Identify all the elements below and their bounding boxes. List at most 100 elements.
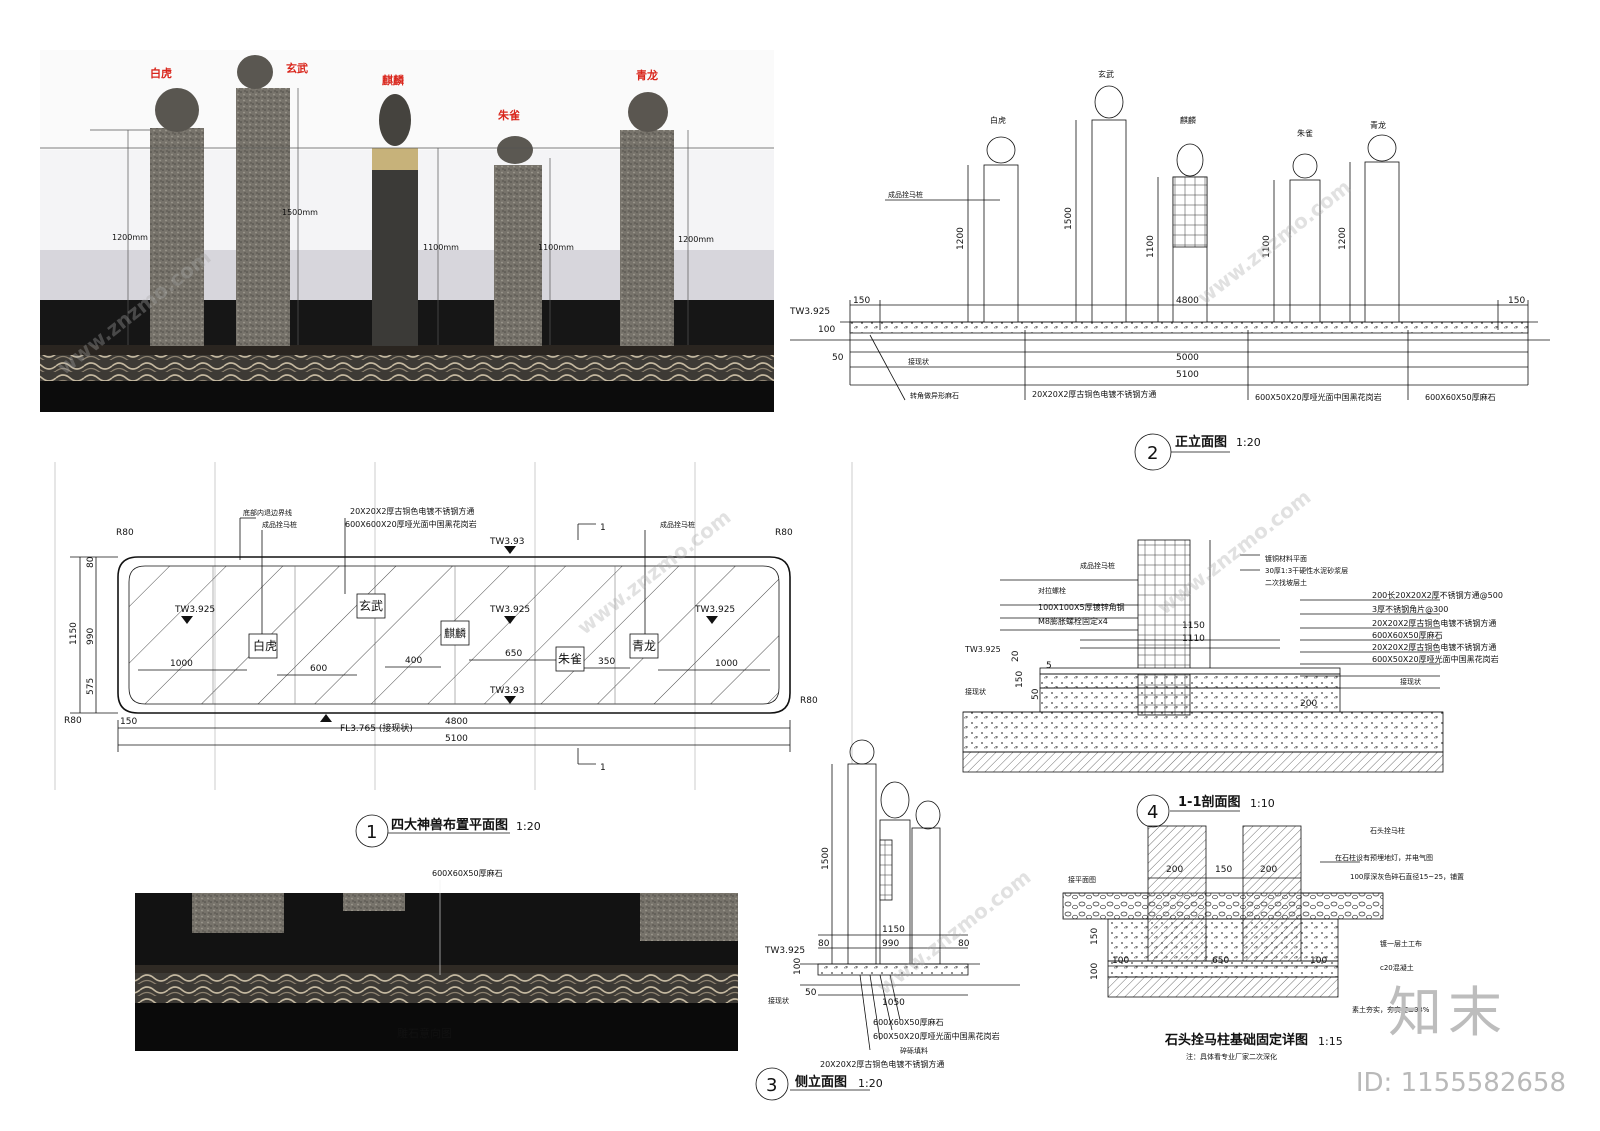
fnd-dim-150-v: 150	[1090, 928, 1100, 945]
fnd-label-ground: 接平面图	[1068, 875, 1096, 884]
side-text: 1500 1150 80 990 80 1050 TW3.925 100 50 …	[764, 847, 1000, 1096]
section-text: 成品拴马桩 对拉螺栓 100X100X5厚镀锌角钢 M8膨胀螺栓固定x4 TW3…	[964, 554, 1503, 823]
sec-label-bolt: M8膨胀螺栓固定x4	[1038, 616, 1108, 626]
sec-label-l3: 二次找坡层土	[1265, 578, 1307, 587]
fnd-label-l1: 镀一层土工布	[1380, 939, 1422, 948]
foundation-drawing	[1062, 825, 1384, 998]
elev-label-stone1: 600X50X20厚哑光面中国黑花岗岩	[1255, 392, 1382, 402]
side-drawing	[755, 739, 1020, 1101]
sec-label-l1: 镀铜材料平面	[1265, 554, 1307, 563]
render-pillar-qinglong	[620, 130, 674, 346]
side-label-gravel: 碎砾填料	[900, 1046, 928, 1055]
sec-dim-5: 5	[1046, 661, 1052, 671]
foundation-text: 石头拴马柱 在石柱设有预埋地灯，并电气图 100厚深灰色碎石直径15~25，铺置…	[1068, 826, 1464, 1061]
elev-title-num: 2	[1147, 443, 1158, 464]
plan-level-markers	[181, 546, 718, 722]
sec-label-r5: 20X20X2厚古铜色电镀不锈钢方通	[1372, 642, 1496, 652]
side-dim-80-left: 80	[818, 939, 830, 949]
plan-radius-tl: R80	[116, 528, 134, 538]
plan-label-stone: 600X600X20厚哑光面中国黑花岗岩	[345, 519, 477, 529]
fnd-scale: 1:15	[1318, 1035, 1343, 1048]
sec-dim-50: 50	[1031, 688, 1041, 700]
side-title: 侧立面图	[795, 1074, 847, 1090]
brand-logo: 知末	[1388, 981, 1508, 1044]
elev-dim-150-right: 150	[1508, 296, 1525, 306]
elev-label-ground: 接现状	[908, 357, 929, 366]
sec-label-r1: 200长20X20X2厚不锈钢方通@500	[1372, 590, 1503, 600]
sec-label-post: 成品拴马桩	[1080, 561, 1115, 570]
render-label-baihu: 白虎	[150, 66, 172, 80]
fnd-dim-200-b: 200	[1260, 865, 1277, 875]
fnd-label-gravel: 100厚深灰色碎石直径15~25，铺置	[1350, 872, 1464, 881]
plan-pillar-baihu: 白虎	[253, 638, 277, 653]
plan-drawing	[54, 462, 853, 848]
elev-name-baihu: 白虎	[990, 115, 1006, 125]
fnd-label-l2: c20混凝土	[1380, 963, 1414, 972]
plan-dim-80: 80	[86, 556, 96, 568]
carve-note: 600X60X50厚麻石	[432, 868, 503, 878]
side-label-stone2: 600X50X20厚哑光面中国黑花岗岩	[873, 1031, 1000, 1041]
plan-pillar-zhuque: 朱雀	[558, 652, 582, 666]
render-height-xuanwu: 1500mm	[282, 208, 318, 217]
render-pillar-qilin	[372, 148, 418, 346]
elev-name-qilin: 麒麟	[1180, 115, 1196, 125]
elev-name-zhuque: 朱雀	[1297, 128, 1313, 138]
sec-label-plate: 100X100X5厚镀锌角钢	[1038, 602, 1125, 612]
sec-title: 1-1剖面图	[1178, 794, 1241, 810]
fnd-dim-100-a: 100	[1112, 956, 1129, 966]
elev-scale: 1:20	[1236, 436, 1261, 449]
carve-caption: 雕石意向图	[397, 1026, 452, 1040]
render-pillar-xuanwu	[236, 88, 290, 346]
sec-label-r4: 600X60X50厚麻石	[1372, 630, 1443, 640]
plan-label-edge: 底部内退边界线	[243, 508, 292, 517]
fnd-label-l3: 素土夯实，夯实度≥93%	[1352, 1005, 1430, 1014]
elev-title: 正立面图	[1175, 434, 1227, 450]
elev-dim-1100-a: 1100	[1146, 235, 1156, 258]
elev-dim-150-left: 150	[853, 296, 870, 306]
render-label-qilin: 麒麟	[382, 73, 405, 87]
fnd-note: 注：具体看专业厂家二次深化	[1186, 1052, 1277, 1061]
section-drawing	[962, 539, 1444, 828]
plan-level-bottom: TW3.93	[489, 686, 524, 696]
side-dim-1150: 1150	[882, 925, 905, 935]
render-label-qinglong: 青龙	[636, 68, 658, 82]
plan-pillar-xuanwu: 玄武	[359, 598, 383, 613]
plan-pillar-qilin: 麒麟	[444, 626, 466, 640]
elev-dim-1200-a: 1200	[956, 227, 966, 250]
render-height-zhuque: 1100mm	[538, 243, 574, 252]
plan-level-tw-right: TW3.925	[694, 605, 735, 615]
elev-name-xuanwu: 玄武	[1098, 69, 1114, 79]
elev-dim-1100-b: 1100	[1262, 235, 1272, 258]
side-tw: TW3.925	[764, 946, 805, 956]
plan-radius-bl: R80	[64, 716, 82, 726]
elevation-text: TW3.925 150 150 4800 5000 5100 100 50 12…	[789, 69, 1525, 464]
elev-label-edge: 转角做异形麻石	[910, 391, 959, 400]
elev-dim-1500: 1500	[1064, 207, 1074, 230]
plan-section-top: 1	[600, 523, 606, 533]
elev-dim-5100: 5100	[1176, 370, 1199, 380]
side-label-stone1: 600X60X50厚麻石	[873, 1017, 944, 1027]
plan-level-tw-left: TW3.925	[174, 605, 215, 615]
plan-dim-600: 600	[310, 664, 327, 674]
plan-dim-150: 150	[120, 717, 137, 727]
elevation-drawing	[790, 85, 1550, 471]
side-dim-1500: 1500	[821, 847, 831, 870]
plan-dim-575: 575	[86, 678, 96, 695]
sec-dim-200: 200	[1300, 699, 1317, 709]
side-title-num: 3	[766, 1075, 777, 1096]
sec-label-l2: 30厚1:3干硬性水泥砂浆层	[1265, 566, 1348, 575]
elev-name-qinglong: 青龙	[1370, 120, 1386, 130]
elev-dim-100: 100	[818, 325, 835, 335]
plan-dim-350: 350	[598, 657, 615, 667]
plan-title-num: 1	[366, 822, 377, 843]
elev-label-steel: 20X20X2厚古铜色电镀不锈钢方通	[1032, 389, 1156, 399]
fnd-dim-650: 650	[1212, 956, 1229, 966]
fnd-label-post: 石头拴马柱	[1370, 826, 1405, 835]
carve-photo: 600X60X50厚麻石 雕石意向图	[135, 868, 738, 1051]
sec-dim-1110: 1110	[1182, 634, 1205, 644]
plan-dim-1000-right: 1000	[715, 659, 738, 669]
plan-title: 四大神兽布置平面图	[391, 817, 508, 833]
sec-label-ground: 接现状	[965, 687, 986, 696]
plan-pillar-qinglong: 青龙	[632, 639, 656, 653]
